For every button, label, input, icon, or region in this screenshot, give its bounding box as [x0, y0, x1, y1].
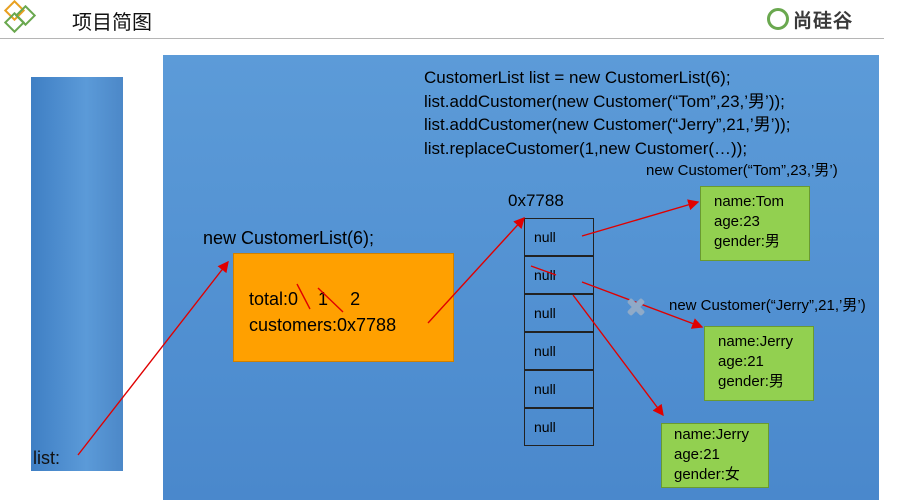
- total-value: 2: [350, 289, 361, 309]
- customer-jerry-constructor-label: new Customer(“Jerry”,21,’男’): [669, 297, 866, 314]
- removed-reference-icon: [627, 298, 645, 316]
- customers-field: customers:0x7788: [249, 315, 397, 335]
- stack-variable-label: list:: [33, 448, 60, 468]
- strike-mark: [296, 283, 311, 310]
- code-block: CustomerList list = new CustomerList(6);…: [424, 66, 791, 160]
- brand-logo: 尚硅谷: [767, 6, 853, 32]
- diamond-logo-icon: [3, 0, 37, 34]
- customer-tom-constructor-label: new Customer(“Tom”,23,’男’): [646, 162, 838, 179]
- customer-age: age:23: [714, 213, 760, 230]
- customer-name: name:Tom: [714, 193, 785, 210]
- code-line: CustomerList list = new CustomerList(6);: [424, 68, 731, 87]
- array-cell: null: [524, 294, 594, 332]
- array-cell: null: [524, 370, 594, 408]
- total-value: 1: [318, 289, 329, 309]
- customer-gender: gender:女: [674, 466, 740, 483]
- customerlist-constructor-label: new CustomerList(6);: [203, 228, 375, 248]
- code-line: list.replaceCustomer(1,new Customer(…));: [424, 138, 748, 158]
- page-title: 项目简图: [72, 12, 152, 34]
- reference-arrow: [572, 294, 664, 417]
- code-line: list.addCustomer(new Customer(“Tom”,23,’…: [424, 91, 785, 111]
- reference-arrow: [427, 216, 525, 324]
- customerlist-object: [233, 253, 454, 362]
- code-line: list.addCustomer(new Customer(“Jerry”,21…: [424, 115, 791, 134]
- stack-area: [31, 77, 123, 471]
- array-address: 0x7788: [508, 191, 564, 210]
- total-value: 0: [288, 289, 299, 309]
- customer-name: name:Jerry: [718, 333, 794, 350]
- customer-gender: gender:男: [714, 233, 780, 250]
- reference-arrow: [581, 199, 700, 237]
- customer-age: age:21: [718, 353, 764, 370]
- header: 项目简图 尚硅谷: [0, 0, 904, 38]
- header-divider: [0, 38, 884, 39]
- customer-age: age:21: [674, 446, 720, 463]
- total-label: total:: [249, 289, 289, 309]
- strike-mark: [317, 287, 344, 313]
- array-cell: null: [524, 218, 594, 256]
- brand-mark-icon: [767, 8, 789, 30]
- array-cell: null: [524, 256, 594, 294]
- array-cell: null: [524, 332, 594, 370]
- customer-gender: gender:男: [718, 373, 784, 390]
- customer-name: name:Jerry: [674, 426, 750, 443]
- brand-name: 尚硅谷: [793, 10, 854, 32]
- customer-object-jerry-female: name:Jerry age:21 gender:女: [661, 423, 769, 488]
- customer-object-jerry-male: name:Jerry age:21 gender:男: [704, 326, 814, 401]
- strike-mark: [530, 265, 557, 276]
- array-cell: null: [524, 408, 594, 446]
- reference-arrow: [77, 260, 229, 456]
- customer-object-tom: name:Tom age:23 gender:男: [700, 186, 810, 261]
